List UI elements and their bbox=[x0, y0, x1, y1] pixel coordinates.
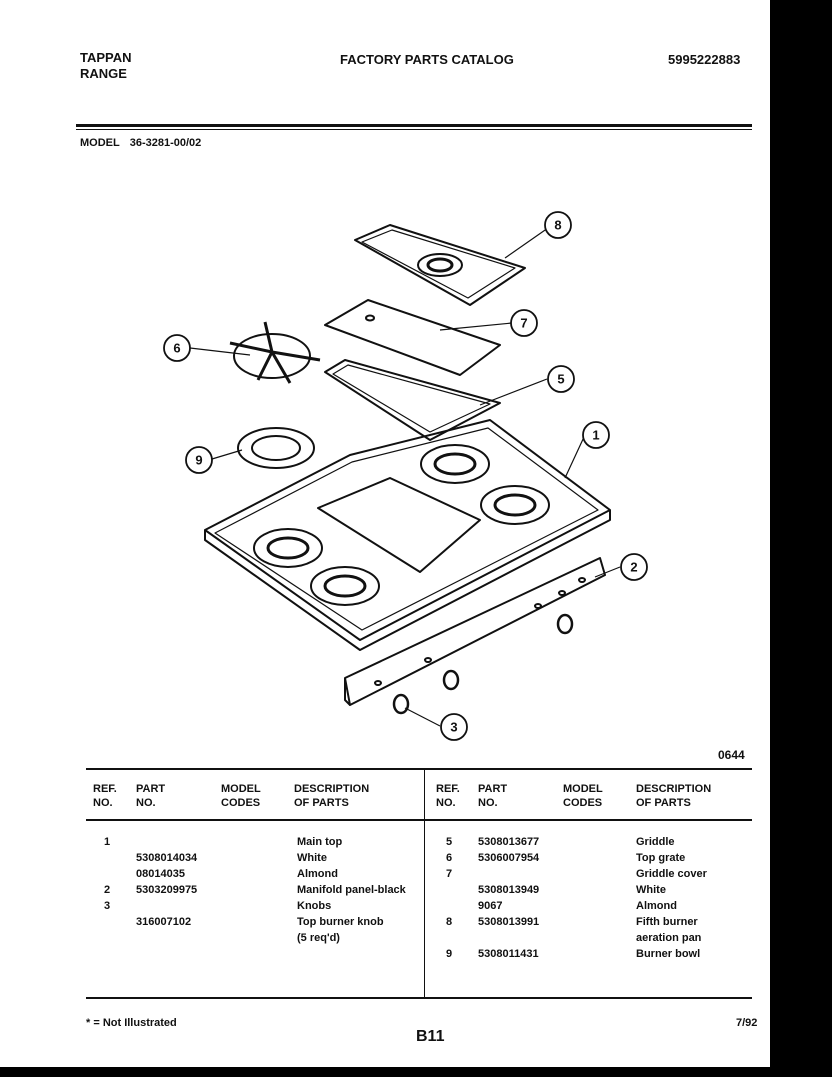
catalog-title: FACTORY PARTS CATALOG bbox=[340, 52, 514, 67]
main-top-drawing bbox=[204, 419, 611, 651]
right-desc-5: Fifth burner bbox=[636, 916, 698, 928]
right-desc-6: aeration pan bbox=[636, 932, 702, 944]
product-name: RANGE bbox=[80, 66, 127, 81]
scan-border-right bbox=[770, 0, 832, 1077]
right-ref-5: 8 bbox=[446, 916, 453, 928]
callouts bbox=[163, 211, 648, 741]
right-ref-2: 7 bbox=[446, 868, 453, 880]
leader-lines bbox=[189, 227, 621, 727]
griddle-cover-drawing bbox=[324, 299, 501, 376]
page-number: B11 bbox=[416, 1028, 445, 1045]
right-desc-4: Almond bbox=[636, 900, 677, 912]
left-part-2: 08014035 bbox=[136, 868, 185, 880]
header-rule-thin bbox=[76, 129, 752, 130]
right-ref-7: 9 bbox=[446, 948, 453, 960]
callout-5: 5 bbox=[557, 372, 564, 387]
callout-3: 3 bbox=[450, 720, 457, 735]
header-ref-left: REF.NO. bbox=[93, 783, 117, 809]
right-part-7: 5308011431 bbox=[478, 948, 539, 960]
scan-border-bottom bbox=[0, 1067, 832, 1077]
callout-8: 8 bbox=[554, 218, 561, 233]
model-label: MODEL bbox=[80, 137, 120, 149]
left-desc-1: White bbox=[297, 852, 327, 864]
right-part-3: 5308013949 bbox=[478, 884, 540, 896]
left-part-3: 5303209975 bbox=[136, 884, 198, 896]
table-header-rule bbox=[86, 819, 752, 821]
brand-block: TAPPAN RANGE bbox=[80, 50, 132, 82]
callout-1: 1 bbox=[592, 428, 599, 443]
griddle-drawing bbox=[324, 359, 501, 441]
exploded-parts-diagram: 8 7 5 6 9 1 2 3 bbox=[163, 211, 648, 741]
knobs-drawing bbox=[392, 613, 574, 715]
table-bottom-rule bbox=[86, 997, 752, 999]
manifold-panel-drawing bbox=[344, 557, 606, 706]
header-ref-right: REF.NO. bbox=[436, 783, 460, 809]
right-desc-1: Top grate bbox=[636, 852, 686, 864]
model-line: MODEL 36-3281-00/02 bbox=[80, 137, 211, 149]
left-desc-6: (5 req'd) bbox=[297, 932, 340, 944]
callout-9: 9 bbox=[195, 453, 202, 468]
not-illustrated-note: * = Not Illustrated bbox=[86, 1017, 177, 1029]
right-desc-7: Burner bowl bbox=[636, 948, 701, 960]
table-column-divider bbox=[424, 770, 425, 998]
left-ref-0: 1 bbox=[104, 836, 111, 848]
left-ref-4: 3 bbox=[104, 900, 111, 912]
right-desc-0: Griddle bbox=[636, 836, 675, 848]
revision-date: 7/92 bbox=[736, 1017, 758, 1029]
model-number: 36-3281-00/02 bbox=[129, 137, 202, 149]
aeration-pan-drawing bbox=[354, 224, 526, 306]
left-desc-3: Manifold panel-black bbox=[297, 884, 406, 896]
top-grate-drawing bbox=[229, 321, 321, 384]
callout-2: 2 bbox=[630, 560, 637, 575]
left-part-1: 5308014034 bbox=[136, 852, 198, 864]
left-part-5: 316007102 bbox=[136, 916, 192, 928]
left-desc-2: Almond bbox=[297, 868, 338, 880]
header-rule bbox=[76, 124, 752, 127]
table-top-rule bbox=[86, 768, 752, 770]
right-part-1: 5306007954 bbox=[478, 852, 540, 864]
figure-number: 0644 bbox=[718, 748, 745, 762]
right-desc-2: Griddle cover bbox=[636, 868, 707, 880]
right-ref-0: 5 bbox=[446, 836, 453, 848]
right-desc-3: White bbox=[636, 884, 666, 896]
callout-7: 7 bbox=[520, 316, 527, 331]
left-ref-3: 2 bbox=[104, 884, 111, 896]
right-part-5: 5308013991 bbox=[478, 916, 540, 928]
right-part-4: 9067 bbox=[478, 900, 503, 912]
catalog-number: 5995222883 bbox=[668, 52, 741, 67]
right-part-0: 5308013677 bbox=[478, 836, 540, 848]
left-desc-4: Knobs bbox=[297, 900, 332, 912]
left-desc-5: Top burner knob bbox=[297, 916, 384, 928]
right-ref-1: 6 bbox=[446, 852, 453, 864]
left-desc-0: Main top bbox=[297, 836, 343, 848]
burner-bowl-drawing bbox=[237, 427, 315, 469]
callout-6: 6 bbox=[173, 341, 180, 356]
brand-name: TAPPAN bbox=[80, 50, 132, 65]
